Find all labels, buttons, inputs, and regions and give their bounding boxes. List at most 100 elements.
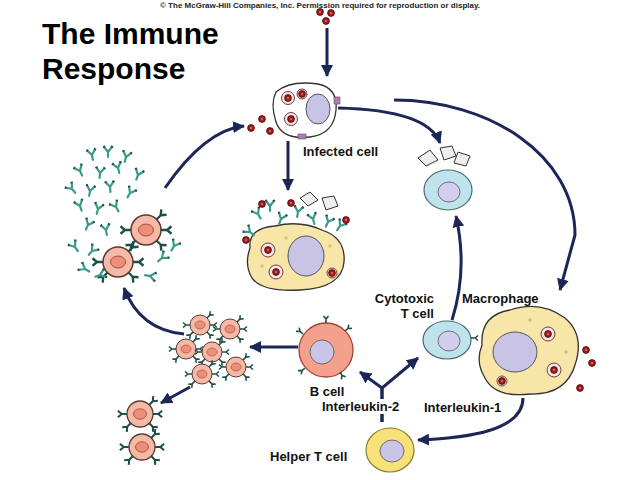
macrophage-drawing <box>577 385 584 392</box>
plasma-cells <box>93 241 144 282</box>
antibodies <box>132 168 144 181</box>
cell-killing-drawing <box>440 146 456 160</box>
macrophage-drawing <box>528 318 532 322</box>
cell-killing-drawing <box>424 170 472 210</box>
antibodies <box>78 262 92 275</box>
antibody-attack-drawing <box>261 243 275 257</box>
infected-cell-drawing <box>298 134 306 139</box>
virus-group <box>323 18 330 25</box>
macrophage-drawing <box>493 332 537 372</box>
antibodies <box>112 161 124 174</box>
interleukin-label: Interleukin-2 <box>320 399 401 414</box>
b-cell-clones <box>169 311 253 387</box>
antibody-attack-drawing <box>275 212 287 225</box>
cell-node: Cytotoxic T cell <box>368 290 476 358</box>
b-cell-drawing <box>298 366 307 374</box>
antibody-attack-drawing <box>300 192 318 206</box>
antibody-attack-drawing <box>293 205 304 217</box>
macrophage-drawing <box>589 360 596 367</box>
antibodies <box>85 184 96 196</box>
antibodies <box>92 202 104 215</box>
macrophage-drawing <box>497 376 507 386</box>
helper-t-cell-drawing <box>366 428 414 472</box>
flow-arrow <box>452 216 461 320</box>
antibodies <box>74 199 86 212</box>
macrophage-drawing <box>479 306 595 394</box>
flow-arrow <box>250 346 298 349</box>
antibody-attack-drawing <box>259 201 266 208</box>
b-cell-clones <box>169 335 203 362</box>
infected-cell-drawing <box>306 94 330 124</box>
antibodies <box>95 167 105 179</box>
infected-cell-drawing <box>334 97 340 104</box>
infected-cell-drawing <box>282 92 295 105</box>
arrow-connector <box>418 398 523 440</box>
edge-label-holder: Interleukin-2 <box>320 399 401 414</box>
b-cell-drawing <box>299 323 353 377</box>
b-cell-clones <box>183 311 217 338</box>
antibody-attack-drawing <box>328 244 332 248</box>
antibodies <box>101 223 112 235</box>
cell-killing-drawing <box>418 150 438 166</box>
b-cell-clones <box>219 353 253 380</box>
antibodies <box>168 239 181 253</box>
infected-cell-drawing <box>248 83 340 139</box>
antibodies <box>82 218 95 232</box>
antibody-attack-drawing <box>260 264 264 268</box>
antibodies <box>65 146 181 281</box>
antibodies <box>104 146 113 157</box>
infected-cell-drawing <box>259 116 266 123</box>
antibody-attack-drawing <box>322 215 335 229</box>
title-holder: The Immune Response <box>42 16 264 86</box>
antibodies <box>124 186 137 200</box>
b-cell-drawing <box>310 340 334 364</box>
cytotoxic-t-cell-drawing <box>471 336 478 341</box>
b-cell-drawing <box>296 328 305 336</box>
cell-killing-drawing <box>438 182 460 202</box>
helper-t-cell-drawing <box>380 440 404 462</box>
macrophage-drawing <box>541 327 555 341</box>
flow-arrow <box>326 28 329 76</box>
cell-node: Helper T cell <box>266 422 418 477</box>
antibody-attack-drawing <box>343 217 350 224</box>
antibodies <box>85 244 99 258</box>
antibodies <box>105 181 115 193</box>
memory-cells <box>120 429 164 465</box>
virus-group <box>328 10 335 17</box>
cell-label: Macrophage <box>462 291 572 306</box>
antibodies <box>144 271 156 282</box>
antibodies <box>73 164 86 178</box>
antibody-attack-drawing <box>288 236 324 276</box>
infected-cell-drawing <box>297 89 307 99</box>
antibody-attack-drawing <box>284 236 288 240</box>
cell-label: B cell <box>296 384 358 399</box>
macrophage-drawing <box>545 331 552 338</box>
macrophage-drawing <box>547 363 561 377</box>
cytotoxic-t-cell-drawing <box>438 331 460 351</box>
antibody-attack-drawing <box>266 200 275 211</box>
memory-cells <box>118 396 164 465</box>
cytotoxic-t-cell-drawing <box>423 321 471 359</box>
macrophage-drawing <box>583 347 590 354</box>
antibodies <box>68 240 82 254</box>
b-cell-drawing <box>338 371 346 380</box>
cell-node: Infected cell <box>270 82 394 162</box>
antibody-attack-drawing <box>273 269 280 276</box>
antibody-attack-drawing <box>322 196 338 210</box>
infected-cell-drawing <box>285 95 292 102</box>
antibody-attack-drawing <box>243 237 250 244</box>
cell-label: Infected cell <box>303 144 392 159</box>
macrophage-drawing <box>479 306 578 394</box>
memory-cells <box>118 396 162 432</box>
flow-arrow <box>124 288 184 334</box>
antibody-attack-drawing <box>307 212 319 225</box>
antibodies <box>120 150 132 163</box>
b-cell-clones <box>185 360 219 387</box>
antibody-attack-drawing <box>243 192 350 290</box>
macrophage-drawing <box>499 378 506 385</box>
antibodies <box>109 200 122 214</box>
infected-cell-drawing <box>285 113 298 126</box>
antibody-attack-drawing <box>329 270 336 277</box>
antibodies <box>87 148 98 160</box>
